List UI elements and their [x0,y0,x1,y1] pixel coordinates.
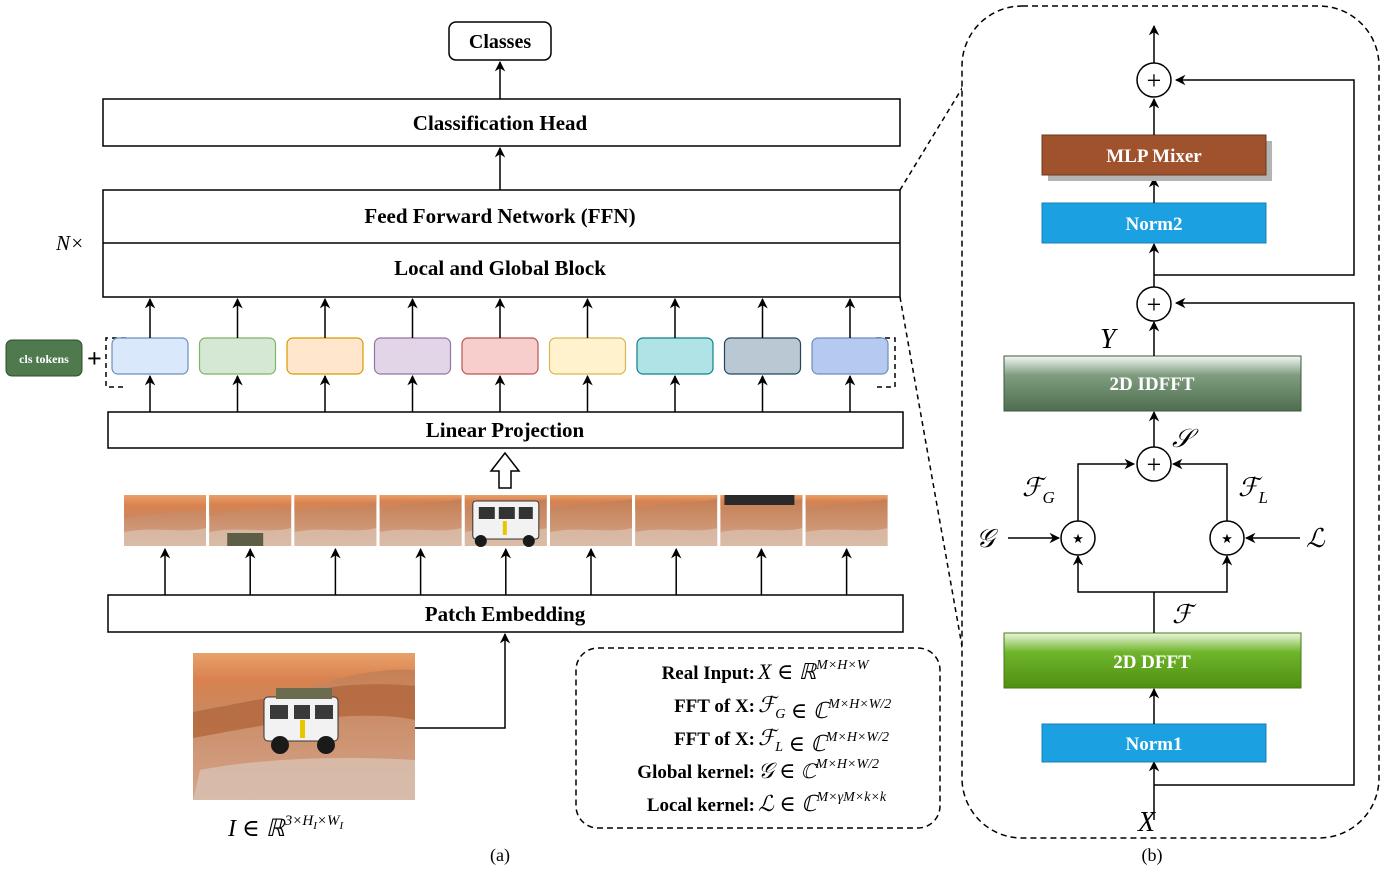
image-patch-6 [550,495,632,546]
caption-b: (b) [1142,845,1163,866]
classes-label: Classes [469,31,531,53]
patch-embedding-box [107,594,904,633]
patch-embedding-label: Patch Embedding [425,602,586,626]
image-patch-3 [294,495,377,546]
image-patch-5 [464,495,547,547]
legend-row-5: Local kernel: [647,795,755,816]
legend-formula-4: 𝒢 ∈ ℂM×H×W/2 [758,757,879,783]
residual-2 [1154,74,1355,276]
arrow-to-global-conv [1072,554,1154,593]
idfft-box [1003,355,1302,412]
legend-formula-5: ℒ ∈ ℂM×γM×k×k [758,790,887,816]
legend-formula-1: X ∈ ℝM×H×W [757,658,870,684]
l-kernel-label: ℒ [1306,524,1326,553]
patch-token-1 [111,337,189,375]
repeat-label: N× [55,231,84,255]
image-patch-9 [805,495,888,546]
residual-add-1-plus: + [1147,290,1162,319]
image-patch-8 [720,495,803,546]
arrow-to-local-conv [1154,554,1233,593]
cls-tokens-box [5,339,83,377]
residual-add-2-plus: + [1147,66,1162,95]
token-bracket-right [876,337,896,388]
spectral-sum-plus: + [1147,450,1162,479]
patch-tokens [111,337,889,375]
arrow-image-to-embedding [415,632,511,729]
image-patches [124,495,888,547]
ffn-label: Feed Forward Network (FFN) [364,204,635,228]
legend-formula-3: ℱL ∈ ℂM×H×W/2 [758,725,889,756]
panel-b: Norm1 2D DFFT ℱ ⋆ ⋆ 𝒢 ℒ ℱG ℱL + 𝒮 2D IDF… [961,5,1380,866]
residual-1 [1154,297,1355,786]
patch-token-4 [373,337,452,375]
legend-row-3: FFT of X: [674,729,755,750]
input-image [193,653,415,800]
linear-projection-box [107,411,904,449]
hollow-up-arrow [489,451,521,489]
mlp-mixer-label: MLP Mixer [1106,146,1202,167]
legend-row-1: Real Input: [662,663,755,684]
classes-box [448,21,552,61]
local-star: ⋆ [1219,524,1235,553]
classification-head-box [102,98,901,147]
image-patch-1 [124,495,206,546]
legend-formula-2: ℱG ∈ ℂM×H×W/2 [758,692,891,723]
global-star: ⋆ [1070,524,1086,553]
patch-token-8 [723,337,802,375]
norm2-box [1041,202,1267,244]
zoom-line-bottom [899,296,969,681]
legend-row-2: FFT of X: [674,696,755,717]
patch-token-2 [198,337,277,375]
dfft-box [1003,632,1302,689]
arrow-fl-to-sum [1171,458,1228,521]
image-patch-2 [209,495,292,546]
notation-legend [575,647,941,829]
norm1-box [1041,723,1267,763]
y-label: Y [1100,324,1119,355]
classification-head-label: Classification Head [413,111,588,135]
g-kernel-label: 𝒢 [976,524,999,553]
patch-token-7 [636,337,714,375]
legend-row-4: Global kernel: [637,762,755,783]
block-detail-frame [961,5,1380,839]
cls-plus-sign: + [87,344,102,373]
mlp-mixer-box [1041,134,1267,176]
cls-tokens-label: cls tokens [19,352,69,366]
x-input-label: X [1137,807,1156,838]
norm1-label: Norm1 [1126,734,1183,755]
patch-arrows [159,547,852,595]
patch-token-6 [548,337,627,375]
patch-token-5 [461,337,539,375]
caption-a: (a) [490,845,510,866]
local-global-block-label: Local and Global Block [394,256,606,280]
image-patch-4 [379,495,462,546]
patch-token-9 [811,337,889,375]
norm2-label: Norm2 [1126,214,1183,235]
idfft-label: 2D IDFFT [1110,374,1195,395]
token-arrows [144,297,856,412]
linear-projection-label: Linear Projection [426,418,585,442]
patch-token-3 [286,337,364,375]
arrow-fg-to-sum [1077,458,1136,521]
image-patch-7 [635,495,718,546]
panel-a: Classes Classification Head Feed Forward… [5,21,941,866]
dfft-label: 2D DFFT [1113,652,1191,673]
input-formula: I ∈ ℝ3×HI×WI [227,813,345,842]
